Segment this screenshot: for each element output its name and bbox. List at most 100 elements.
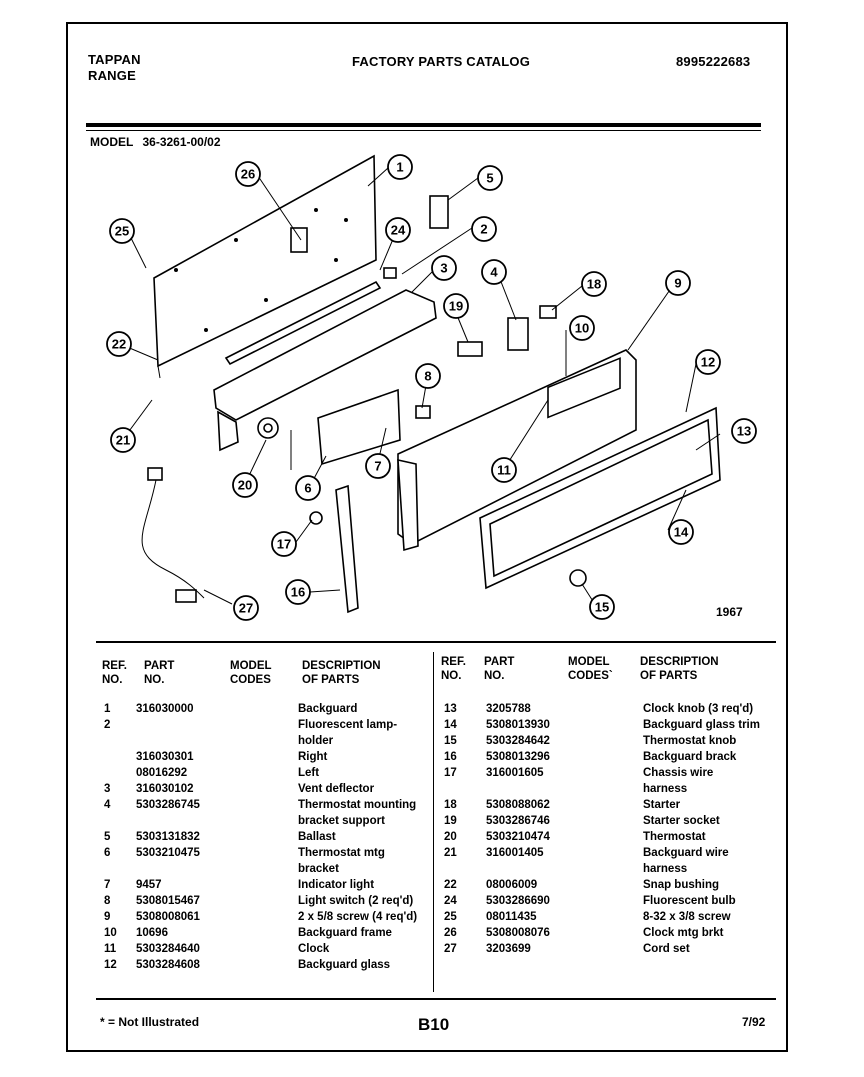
parts-row-desc: Fluorescent bulb: [643, 895, 736, 907]
exploded-parts-diagram: 1 2 3 4 5 6 7 8 9 10 11 12 13 14 15 16 1…: [106, 154, 757, 621]
parts-row-desc: Light switch (2 req'd): [298, 895, 414, 907]
parts-row-part: 316030000: [136, 703, 194, 715]
parts-row-desc: holder: [298, 735, 334, 747]
svg-text:15: 15: [595, 600, 609, 615]
callout-27: 27: [233, 595, 259, 621]
parts-row-ref: 8: [104, 895, 111, 907]
callout-13: 13: [731, 418, 757, 444]
parts-row-desc: Thermostat knob: [643, 735, 737, 747]
callout-7: 7: [365, 453, 391, 479]
parts-row-part: 316030301: [136, 751, 194, 763]
parts-row-part: 5308088062: [486, 799, 550, 811]
callout-19: 19: [443, 293, 469, 319]
header-part-no: PART NO.: [144, 660, 175, 686]
parts-row-desc: Left: [298, 767, 320, 779]
svg-text:11: 11: [497, 463, 511, 478]
callout-9: 9: [665, 270, 691, 296]
header-rule-thick: [86, 123, 761, 127]
parts-row-part: 5308008061: [136, 911, 200, 923]
backguard-panel-drawing: [153, 154, 377, 379]
parts-row-ref: 14: [444, 719, 457, 731]
svg-text:6: 6: [304, 481, 311, 496]
callout-24: 24: [385, 217, 411, 243]
parts-row-ref: 25: [444, 911, 457, 923]
parts-row-part: 3203699: [486, 943, 531, 955]
backguard-bracket-drawing: [335, 484, 359, 614]
parts-row-part: 5303284642: [486, 735, 550, 747]
callout-6: 6: [295, 475, 321, 501]
svg-text:27: 27: [239, 601, 253, 616]
callout-2: 2: [471, 216, 497, 242]
model-label: MODEL: [90, 135, 134, 149]
parts-row-ref: 16: [444, 751, 457, 763]
model-line: MODEL 36-3261-00/02: [90, 135, 221, 149]
table-top-rule: [96, 641, 776, 643]
backguard-frame-drawing: [397, 349, 637, 552]
cord-set-drawing: [141, 467, 205, 603]
svg-text:17: 17: [277, 537, 291, 552]
parts-row-part: 5308013930: [486, 719, 550, 731]
callout-10: 10: [569, 315, 595, 341]
catalog-title: FACTORY PARTS CATALOG: [352, 54, 531, 69]
header-ref-no-right: REF. NO.: [441, 656, 466, 682]
parts-row-ref: 21: [444, 847, 457, 859]
parts-row-part: 5303131832: [136, 831, 200, 843]
parts-row-desc: harness: [643, 863, 688, 875]
parts-row-ref: 26: [444, 927, 457, 939]
parts-row-part: 5308015467: [136, 895, 200, 907]
svg-text:21: 21: [116, 433, 130, 448]
callout-26: 26: [235, 161, 261, 187]
parts-row-part: 5303286745: [136, 799, 200, 811]
header-model-codes-right: MODEL CODES`: [568, 656, 613, 682]
parts-row-ref: 4: [104, 799, 111, 811]
parts-row-ref: 1: [104, 703, 111, 715]
callout-20: 20: [232, 472, 258, 498]
svg-text:4: 4: [490, 265, 498, 280]
parts-row-part: 08006009: [486, 879, 538, 891]
thermostat-knob-drawing: [569, 569, 587, 587]
parts-row-ref: 15: [444, 735, 457, 747]
parts-row-part: 316001605: [486, 767, 544, 779]
parts-row-part: 5308013296: [486, 751, 550, 763]
svg-text:8: 8: [424, 369, 431, 384]
parts-row-part: 08016292: [136, 767, 188, 779]
parts-row-desc: Starter: [643, 799, 681, 811]
parts-row-ref: 13: [444, 703, 457, 715]
svg-text:3: 3: [440, 261, 447, 276]
svg-text:18: 18: [587, 277, 601, 292]
svg-text:7: 7: [374, 459, 381, 474]
callout-5: 5: [477, 165, 503, 191]
brand-line2: RANGE: [88, 68, 136, 83]
page-frame: [66, 22, 788, 1052]
callout-15: 15: [589, 594, 615, 620]
parts-row-ref: 20: [444, 831, 457, 843]
callout-18: 18: [581, 271, 607, 297]
parts-row-ref: 2: [104, 719, 111, 731]
parts-row-desc: Thermostat mounting: [298, 799, 417, 811]
ballast-drawing: [429, 195, 449, 229]
parts-row-part: 9457: [136, 879, 162, 891]
svg-text:16: 16: [291, 585, 305, 600]
starter-socket-drawing: [457, 341, 483, 357]
parts-row-part: 5303210474: [486, 831, 550, 843]
parts-row-ref: 27: [444, 943, 457, 955]
parts-row-part: 5308008076: [486, 927, 550, 939]
parts-row-ref: 9: [104, 911, 111, 923]
parts-row-desc: Snap bushing: [643, 879, 720, 891]
mounting-bracket-drawing: [507, 317, 529, 351]
parts-row-part: 08011435: [486, 911, 537, 923]
parts-row-part: 316001405: [486, 847, 544, 859]
parts-row-ref: 22: [444, 879, 457, 891]
svg-text:14: 14: [674, 525, 689, 540]
header-description-right: DESCRIPTION OF PARTS: [640, 656, 719, 682]
parts-row-desc: Backguard glass trim: [643, 719, 760, 731]
brand-line1: TAPPAN: [88, 52, 141, 67]
parts-row-ref: 3: [104, 783, 111, 795]
callout-1: 1: [387, 154, 413, 180]
svg-text:13: 13: [737, 424, 751, 439]
svg-text:10: 10: [575, 321, 589, 336]
thermostat-bracket-drawing: [290, 388, 401, 470]
parts-row-part: 3205788: [486, 703, 531, 715]
svg-text:2: 2: [480, 222, 487, 237]
parts-row-ref: 24: [444, 895, 457, 907]
